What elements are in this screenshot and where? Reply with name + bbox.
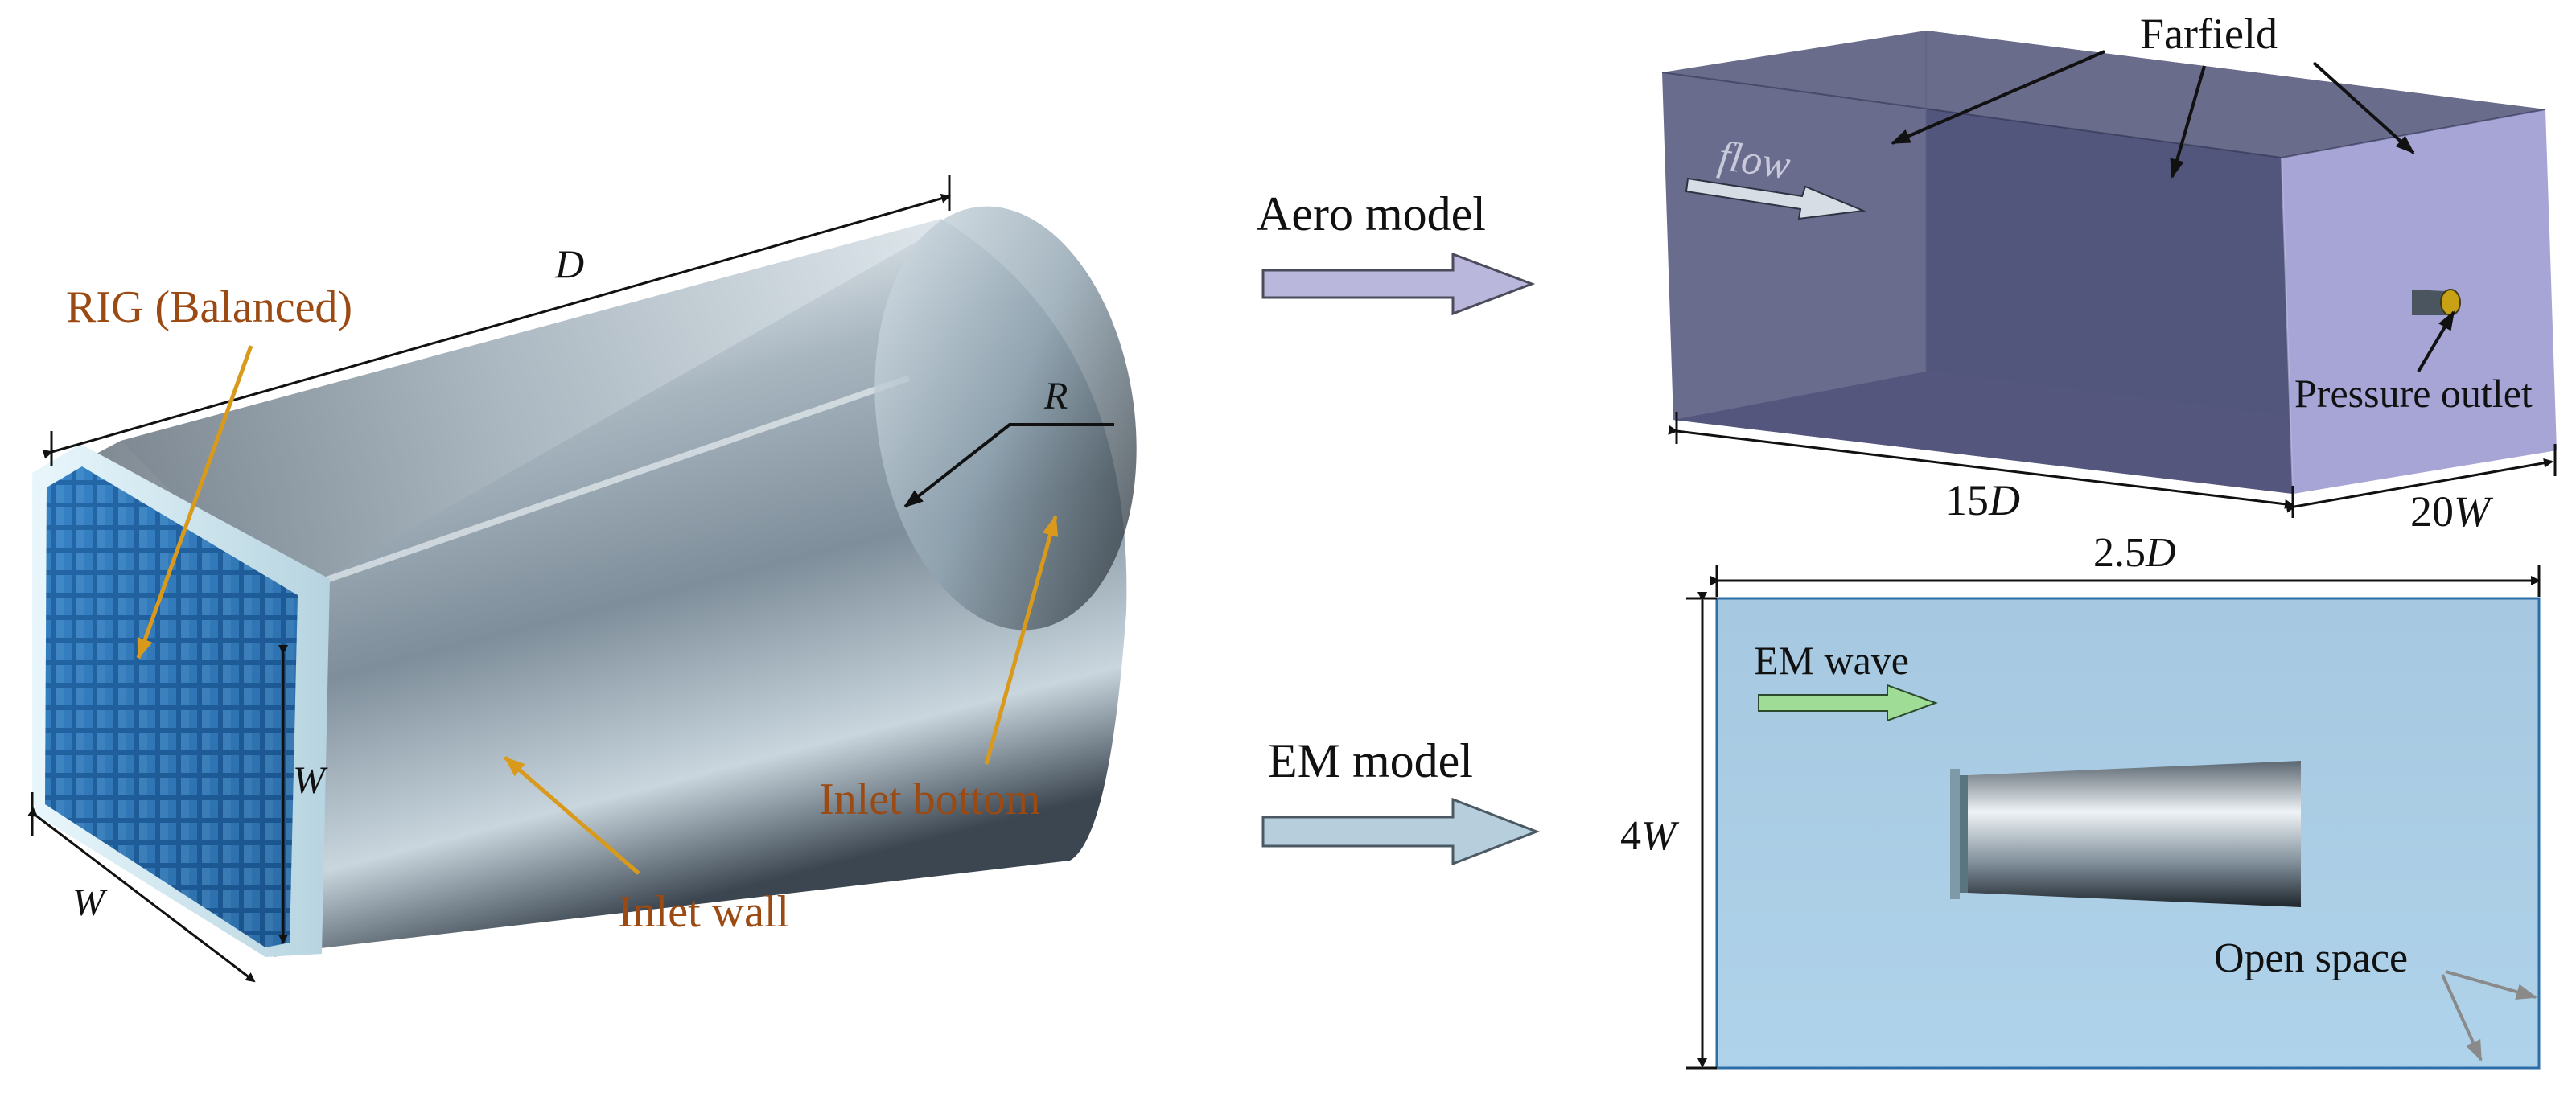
pointer-inlet-wall (504, 756, 640, 875)
em-domain: EM wave Open space 2.5D 4W (1620, 530, 2541, 1070)
inlet-bottom-label: Inlet bottom (819, 774, 1040, 824)
dim-d-line (42, 193, 951, 459)
farfield-pointer-middle (2170, 65, 2206, 179)
dim-4w-label: 4W (1620, 813, 1680, 859)
dim-20w-label: 20W (2410, 487, 2494, 536)
farfield-label: Farfield (2140, 10, 2278, 58)
dim-d-label: D (554, 241, 584, 286)
pointer-rig (136, 345, 253, 659)
pressure-outlet-pointer (2417, 310, 2455, 373)
inlet-model: D R W W RIG (Balanced) Inlet bottom Inle… (27, 175, 1137, 983)
farfield-pointer-right (2312, 61, 2415, 154)
dim-w-width-line (27, 807, 256, 983)
dim-2-5d-label: 2.5D (2093, 530, 2176, 576)
dim-r-label: R (1043, 375, 1068, 417)
em-inlet-model (1950, 761, 2301, 907)
pressure-outlet-model (2412, 289, 2461, 316)
em-model-label: EM model (1268, 734, 1473, 787)
farfield-pointer-left (1891, 50, 2105, 145)
dim-20w-line (2286, 458, 2553, 513)
open-space-pointer-right (2445, 970, 2537, 1000)
open-space-label: Open space (2214, 935, 2408, 981)
em-wave-label: EM wave (1754, 638, 1909, 683)
farfield-top-face (1662, 31, 2545, 158)
aero-domain: flow Farfield Pressure outlet 15D 20W (1661, 10, 2557, 536)
open-space-pointer-down (2441, 974, 2483, 1062)
em-model-arrow (1261, 797, 1541, 866)
rig-label: RIG (Balanced) (66, 282, 352, 332)
inlet-wall-label: Inlet wall (618, 887, 789, 937)
model-arrows: Aero model EM model (1257, 187, 1541, 866)
farfield-side-panel (1662, 72, 2293, 494)
flow-arrow (1685, 177, 1866, 220)
dim-w-width-label: W (72, 881, 108, 924)
pressure-outlet-label: Pressure outlet (2294, 371, 2533, 416)
aero-model-arrow (1261, 252, 1536, 316)
aero-model-label: Aero model (1257, 187, 1486, 240)
em-wave-arrow (1758, 684, 1938, 722)
pointer-inlet-bottom (984, 515, 1059, 765)
dim-15d-label: 15D (1945, 476, 2020, 524)
dim-w-height-label: W (293, 759, 328, 802)
dim-r-leader (903, 423, 1114, 508)
flow-label: flow (1715, 133, 1793, 188)
dim-15d-line (1668, 425, 2294, 509)
